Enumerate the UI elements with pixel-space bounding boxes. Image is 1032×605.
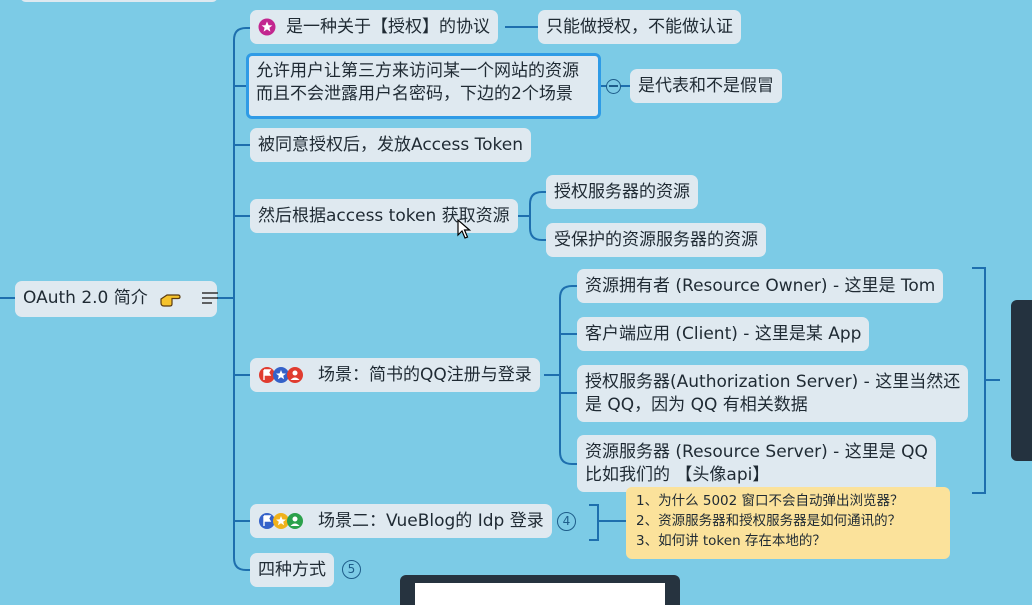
flag-star-user-icons: [259, 367, 303, 383]
sub-label-line2: 比如我们的 【头像api】: [585, 465, 770, 485]
bottom-image-panel[interactable]: [400, 575, 680, 605]
sub-resource-server[interactable]: 资源服务器 (Resource Server) - 这里是 QQ 比如我们的 【…: [577, 435, 936, 492]
sub-label: 只能做授权，不能做认证: [546, 17, 733, 37]
branch-scenario-jianshu[interactable]: 场景：简书的QQ注册与登录: [250, 358, 540, 392]
sub-only-authorization[interactable]: 只能做授权，不能做认证: [538, 10, 741, 44]
branch-four-methods[interactable]: 四种方式: [250, 553, 334, 587]
branch-label-line1: 允许用户让第三方来访问某一个网站的资源: [256, 61, 579, 81]
child-count-badge[interactable]: 5: [342, 560, 361, 579]
sub-label: 资源拥有者 (Resource Owner) - 这里是 Tom: [585, 276, 936, 296]
partial-node-top[interactable]: [20, 0, 218, 2]
pointing-hand-icon: [160, 294, 181, 307]
flag-star-user-icons: [259, 513, 303, 529]
sub-label-line2: 是 QQ，因为 QQ 有相关数据: [585, 395, 808, 415]
branch-label: 是一种关于【授权】的协议: [286, 17, 490, 37]
branch-label: 场景二：VueBlog的 Idp 登录: [318, 511, 544, 531]
sub-representation[interactable]: 是代表和不是假冒: [630, 69, 782, 103]
child-count-badge[interactable]: 4: [557, 512, 576, 531]
branch-label: 场景：简书的QQ注册与登录: [318, 365, 532, 385]
sub-label: 受保护的资源服务器的资源: [554, 230, 758, 250]
sub-protected-resource[interactable]: 受保护的资源服务器的资源: [546, 223, 766, 257]
mouse-cursor-icon: [457, 219, 471, 239]
sub-label-line1: 授权服务器(Authorization Server) - 这里当然还: [585, 372, 961, 392]
star-badge-icon: [258, 18, 276, 36]
root-node[interactable]: OAuth 2.0 简介: [15, 281, 219, 317]
branch-third-party-access[interactable]: 允许用户让第三方来访问某一个网站的资源 而且不会泄露用户名密码，下边的2个场景: [246, 53, 601, 119]
sub-authorization-server[interactable]: 授权服务器(Authorization Server) - 这里当然还 是 QQ…: [577, 365, 969, 422]
note-line: 3、如何讲 token 存在本地的？: [636, 533, 826, 549]
sticky-note[interactable]: 1、为什么 5002 窗口不会自动弹出浏览器？ 2、资源服务器和授权服务器是如何…: [626, 487, 950, 559]
branch-label-line2: 而且不会泄露用户名密码，下边的2个场景: [256, 84, 573, 104]
sub-client-app[interactable]: 客户端应用 (Client) - 这里是某 App: [577, 317, 870, 351]
branch-issue-access-token[interactable]: 被同意授权后，发放Access Token: [250, 128, 531, 162]
branch-get-resource[interactable]: 然后根据access token 获取资源: [250, 199, 518, 233]
collapse-toggle[interactable]: [606, 79, 621, 94]
branch-label: 四种方式: [258, 560, 326, 580]
branch-label: 然后根据access token 获取资源: [258, 206, 510, 226]
branch-label: 被同意授权后，发放Access Token: [258, 135, 523, 155]
sub-auth-server-resource[interactable]: 授权服务器的资源: [546, 175, 698, 209]
sub-resource-owner[interactable]: 资源拥有者 (Resource Owner) - 这里是 Tom: [577, 269, 944, 303]
sub-label: 是代表和不是假冒: [638, 76, 774, 96]
branch-oauth-protocol[interactable]: 是一种关于【授权】的协议: [250, 10, 498, 44]
bottom-panel-content: [415, 583, 665, 605]
branch-scenario-vueblog[interactable]: 场景二：VueBlog的 Idp 登录: [250, 504, 552, 538]
root-label: OAuth 2.0 简介: [23, 288, 148, 308]
sub-label: 授权服务器的资源: [554, 182, 690, 202]
note-line: 1、为什么 5002 窗口不会自动弹出浏览器？: [636, 493, 904, 509]
notes-lines-icon[interactable]: [201, 291, 219, 305]
sub-label-line1: 资源服务器 (Resource Server) - 这里是 QQ: [585, 442, 928, 462]
sub-label: 客户端应用 (Client) - 这里是某 App: [585, 324, 862, 344]
side-panel-partial[interactable]: [1011, 300, 1032, 461]
note-line: 2、资源服务器和授权服务器是如何通讯的？: [636, 513, 902, 529]
